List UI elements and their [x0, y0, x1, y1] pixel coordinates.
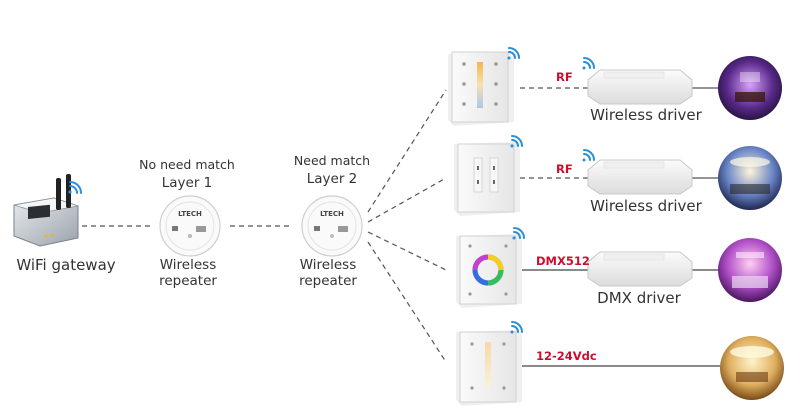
repeater1-brand: LTECH — [178, 210, 202, 218]
driver3-label: DMX driver — [597, 289, 681, 307]
signal-label-dmx512: DMX512 — [536, 254, 590, 268]
repeater1-note-line2: Layer 1 — [161, 175, 213, 191]
scene-light-2 — [718, 146, 782, 210]
wifi-icon — [582, 149, 595, 162]
antenna-left — [56, 178, 61, 210]
repeater1-device — [159, 195, 221, 257]
link-repeater2-panel1 — [367, 89, 447, 213]
wifi-icon — [510, 321, 523, 334]
repeater1-note-line1: No need match — [139, 157, 235, 172]
scene-light-4 — [720, 336, 784, 400]
repeater2-note-line2: Layer 2 — [306, 171, 358, 187]
repeater2-label-line1: Wireless — [299, 257, 357, 273]
scene-light-1 — [718, 56, 782, 120]
wired-lines — [520, 269, 720, 367]
driver2-label: Wireless driver — [590, 197, 702, 215]
link-repeater2-panel2 — [367, 177, 447, 223]
gateway-label: WiFi gateway — [16, 256, 116, 274]
link-repeater2-panel4 — [367, 241, 447, 363]
driver3-device — [587, 251, 693, 287]
panel-rgb — [456, 234, 522, 308]
driver1-device — [587, 69, 693, 105]
driver1-label: Wireless driver — [590, 106, 702, 124]
wifi-icon — [68, 181, 82, 194]
signal-label-rf-2: RF — [556, 162, 573, 176]
wifi-icon — [512, 227, 525, 240]
wifi-gateway-device — [13, 174, 79, 247]
repeater2-device — [301, 195, 363, 257]
signal-label-rf-1: RF — [556, 70, 573, 84]
signal-label-voltage: 12-24Vdc — [536, 349, 597, 363]
repeater2-brand: LTECH — [320, 210, 344, 218]
link-repeater2-panel3 — [367, 231, 447, 271]
wifi-icon — [582, 57, 595, 70]
wifi-icon — [507, 47, 520, 60]
panel-ct — [448, 51, 514, 126]
scene-light-3 — [718, 238, 782, 302]
repeater1-label-line1: Wireless — [159, 257, 217, 273]
driver2-device — [587, 159, 693, 195]
repeater2-note-line1: Need match — [293, 153, 371, 168]
panel-dimmer — [456, 330, 522, 406]
panel-buttons — [454, 142, 520, 216]
connection-lines — [82, 87, 720, 363]
repeater2-label-line2: repeater — [299, 273, 357, 289]
repeater1-label-line2: repeater — [159, 273, 217, 289]
wifi-icon — [510, 135, 523, 148]
